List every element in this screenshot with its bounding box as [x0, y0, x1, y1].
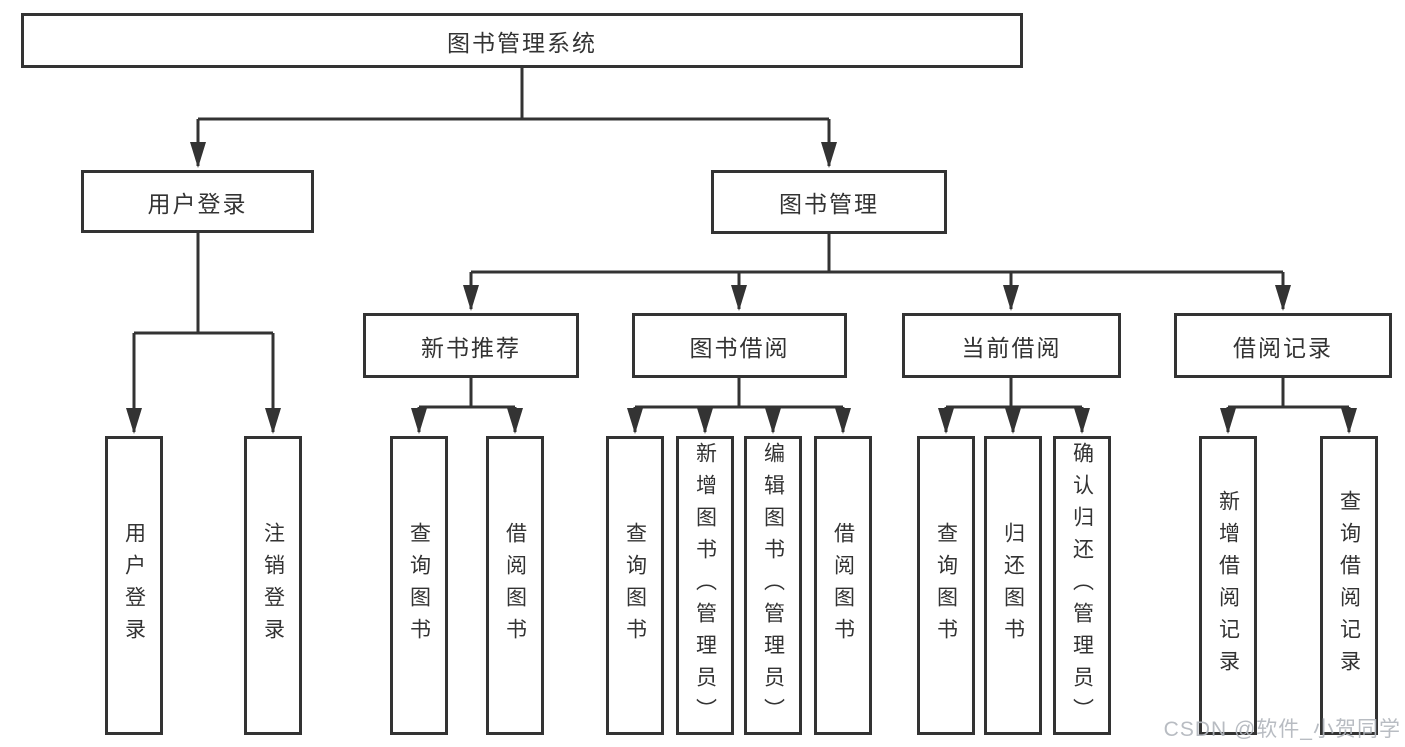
leaf-label: 归还图书: [1001, 521, 1025, 650]
leaf-label: 新增图书（管理员）: [693, 441, 717, 730]
leaf-query-borrow-record: 查询借阅记录: [1320, 436, 1378, 735]
leaf-add-book-admin: 新增图书（管理员）: [676, 436, 734, 735]
watermark-text: CSDN @软件_小贺同学: [1163, 718, 1401, 741]
leaf-label: 新增借阅记录: [1216, 489, 1240, 682]
node-library-system: 图书管理系统: [21, 13, 1023, 68]
leaf-edit-book-admin: 编辑图书（管理员）: [744, 436, 802, 735]
leaf-label: 借阅图书: [503, 521, 527, 650]
leaf-label: 查询借阅记录: [1337, 489, 1361, 682]
leaf-label: 用户登录: [122, 521, 146, 650]
leaf-borrow-books-recommend: 借阅图书: [486, 436, 544, 735]
leaf-confirm-return-admin: 确认归还（管理员）: [1053, 436, 1111, 735]
leaf-label: 注销登录: [261, 521, 285, 650]
leaf-add-borrow-record: 新增借阅记录: [1199, 436, 1257, 735]
leaf-query-books-recommend: 查询图书: [390, 436, 448, 735]
leaf-return-books: 归还图书: [984, 436, 1042, 735]
node-current-borrowing: 当前借阅: [902, 313, 1121, 378]
leaf-label: 查询图书: [934, 521, 958, 650]
node-borrowing-records: 借阅记录: [1174, 313, 1392, 378]
leaf-logout: 注销登录: [244, 436, 302, 735]
leaf-label: 编辑图书（管理员）: [761, 441, 785, 730]
leaf-query-books-current: 查询图书: [917, 436, 975, 735]
node-book-management: 图书管理: [711, 170, 947, 234]
leaf-label: 借阅图书: [831, 521, 855, 650]
leaf-user-login: 用户登录: [105, 436, 163, 735]
leaf-label: 查询图书: [407, 521, 431, 650]
node-book-borrowing: 图书借阅: [632, 313, 847, 378]
node-user-login: 用户登录: [81, 170, 314, 233]
leaf-query-books-borrow: 查询图书: [606, 436, 664, 735]
leaf-borrow-books: 借阅图书: [814, 436, 872, 735]
leaf-label: 确认归还（管理员）: [1070, 441, 1094, 730]
leaf-label: 查询图书: [623, 521, 647, 650]
node-new-book-recommend: 新书推荐: [363, 313, 579, 378]
